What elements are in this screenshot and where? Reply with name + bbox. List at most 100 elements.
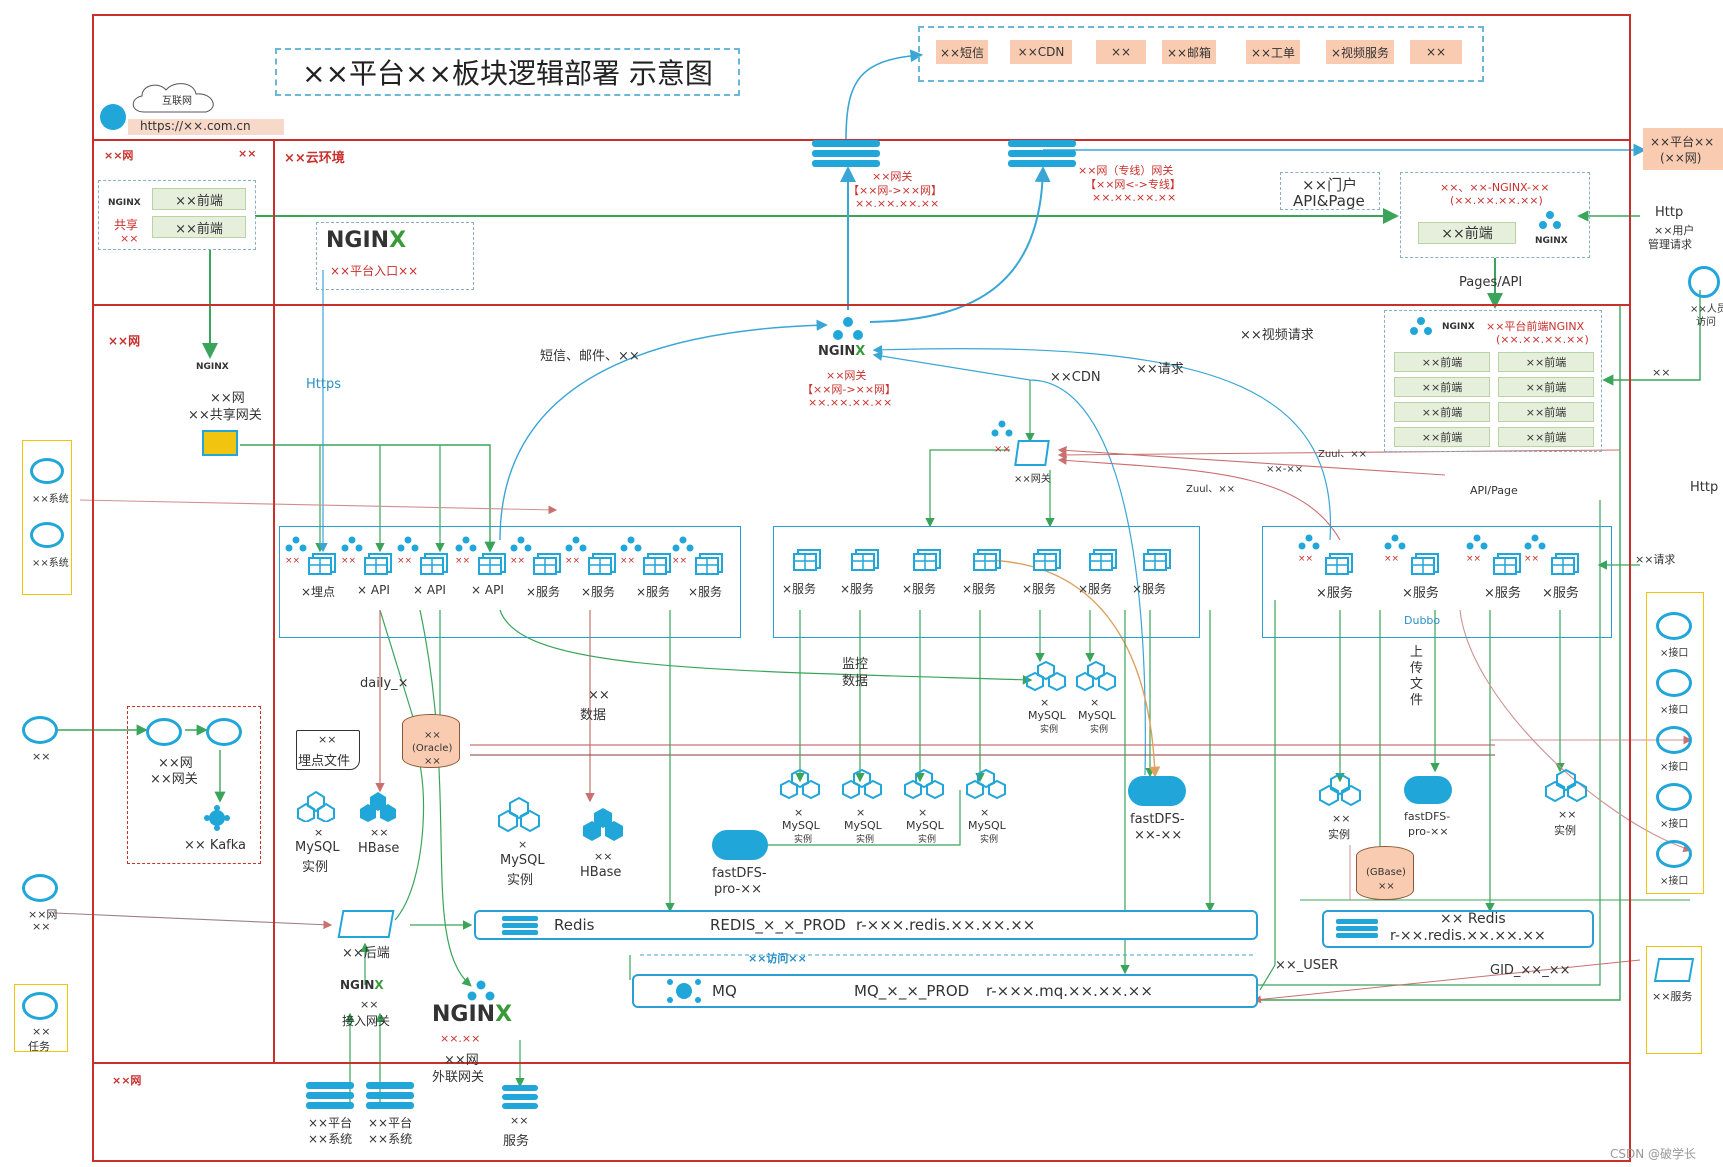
monitor-line2: 数据	[842, 674, 869, 689]
group3-service-cube-icon	[1548, 550, 1582, 576]
nginx-entry-box	[316, 222, 474, 290]
top-service-chip[interactable]: ××工单	[1246, 40, 1300, 64]
zuul-gateway-xx: ××	[994, 444, 1011, 455]
outer-frame	[92, 14, 1631, 1162]
mysql-left-line2: MySQL	[295, 840, 340, 855]
gbase-line2: ××	[1378, 881, 1395, 892]
external-gateway-nginx-icon: NGINX	[432, 1002, 513, 1027]
right-label-xx: ××	[1652, 366, 1671, 379]
group1-service-cube-icon	[585, 550, 619, 576]
person-access-line1: ××人员	[1690, 304, 1723, 315]
platform-frontend-item: ××前端	[1394, 427, 1490, 447]
tracking-file-line1: ××	[318, 733, 337, 746]
redis-addr: r-×××.redis.××.××.××	[856, 916, 1036, 934]
service-group-3	[1262, 526, 1612, 638]
group3-cluster-icon	[1466, 534, 1488, 550]
group1-cluster-icon	[565, 536, 587, 552]
right-service-box	[1646, 946, 1702, 1054]
group1-xx-tag: ××	[672, 556, 688, 566]
internet-url[interactable]: https://××.com.cn	[140, 119, 251, 133]
https-label: Https	[306, 377, 341, 392]
top-service-chip[interactable]: ××邮箱	[1162, 40, 1216, 64]
daily-label: daily_×	[360, 676, 409, 691]
fastdfs-right-icon	[1128, 776, 1186, 806]
left-xx-net-line1: ××网	[28, 908, 58, 921]
group2-service-label: ×服务	[1132, 582, 1167, 596]
group3-cluster-icon	[1384, 534, 1406, 550]
mysql-row-line1: ×	[856, 806, 866, 819]
video-req-label: ××视频请求	[1240, 328, 1314, 343]
mysql-pair-line1: ×	[1090, 696, 1100, 709]
group2-service-label: ×服务	[1022, 582, 1057, 596]
top-service-chip[interactable]: ××CDN	[1010, 40, 1072, 64]
interface-label: ×接口	[1660, 876, 1689, 887]
redis-bar	[474, 910, 1258, 940]
nginx-frontend-line1: ××、××-NGINX-××	[1440, 181, 1550, 194]
zuul1-label: Zuul、××	[1318, 449, 1368, 460]
left-system-2-icon	[30, 522, 64, 548]
center-gateway-name: ××网关	[826, 369, 867, 382]
mq-prod: MQ_×_×_PROD	[854, 982, 970, 1000]
gateway-top2-ip: ××.××.××.××	[1092, 191, 1177, 204]
task-line2: 任务	[28, 1040, 50, 1053]
right-label-http: Http	[1690, 480, 1719, 495]
shared-nginx-logo-icon: NGINX	[108, 198, 141, 208]
redis-right-line2: r-××.redis.××.××.××	[1390, 928, 1546, 944]
zuul-gateway-cube-icon	[1014, 440, 1050, 466]
inst-r2-icon	[1544, 768, 1588, 803]
gateway-top1-route: 【××网->××网】	[848, 184, 943, 197]
mysql-row-line1: ×	[918, 806, 928, 819]
external-gateway-line1: ××网	[444, 1053, 479, 1068]
platform-nginx-cluster-icon	[1408, 316, 1434, 336]
fastdfs-right-line2: ××-××	[1134, 828, 1183, 843]
group3-service-label: ×服务	[1402, 586, 1439, 601]
gid-label: GID_××_××	[1490, 963, 1571, 978]
group2-service-cube-icon	[910, 546, 944, 572]
nginx-entry-logo-icon: NGINX	[326, 228, 407, 253]
nginx-frontend-logo-icon: NGINX	[1535, 236, 1568, 246]
gateway-top1-name: ××网关	[872, 170, 913, 183]
group1-xx-tag: ××	[455, 556, 471, 566]
left-system-1-label: ××系统	[32, 494, 69, 505]
internet-label: 互联网	[162, 96, 192, 107]
mysql-mid-icon	[497, 796, 541, 833]
group2-service-label: ×服务	[1078, 582, 1113, 596]
mysql-row-line2: MySQL	[844, 819, 882, 832]
xxxx-label: ××-××	[1266, 464, 1304, 475]
service-group-1	[279, 526, 741, 638]
left-xx-label: ××	[32, 750, 51, 763]
right-service-cube-icon	[1653, 958, 1695, 982]
group1-cluster-icon	[672, 536, 694, 552]
top-service-chip[interactable]: ××	[1410, 40, 1462, 64]
group3-service-cube-icon	[1408, 550, 1442, 576]
shared-gateway-line1: ××网	[210, 391, 245, 406]
group1-service-label: ×埋点	[301, 585, 336, 599]
shared-frontend-tag: 共享	[114, 218, 139, 232]
top-service-chip[interactable]: ××	[1096, 40, 1146, 64]
group2-service-cube-icon	[790, 546, 824, 572]
center-gateway-route: 【××网->××网】	[802, 383, 897, 396]
group3-service-label: ×服务	[1542, 586, 1579, 601]
group1-service-cube-icon	[305, 550, 339, 576]
group1-cluster-icon	[510, 536, 532, 552]
top-service-chip[interactable]: ××短信	[936, 40, 988, 64]
group1-service-label: × API	[471, 583, 504, 597]
shared-frontend-sub: ××	[120, 232, 139, 245]
shared-gateway-nginx-icon: NGINX	[196, 362, 229, 372]
gbase-line1: (GBase)	[1366, 867, 1406, 878]
portal-box	[1280, 172, 1380, 210]
platform-frontend-item: ××前端	[1394, 402, 1490, 422]
mysql-row-line3: 实例	[794, 835, 813, 845]
top-service-chip[interactable]: ×视频服务	[1326, 40, 1394, 64]
external-gateway-cluster-icon	[464, 980, 498, 1002]
group2-service-label: ×服务	[902, 582, 937, 596]
fastdfs-r2-line2: pro-××	[1408, 825, 1449, 838]
kafka-gw-icon-2	[206, 718, 242, 746]
bottom-system-line2: ××系统	[308, 1132, 353, 1146]
mysql-row-icon	[840, 768, 884, 800]
kafka-label: ×× Kafka	[184, 838, 247, 853]
shared-gateway-server-icon	[202, 430, 238, 456]
monitor-line1: 监控	[842, 657, 869, 672]
hbase-mid-icon	[580, 806, 626, 842]
interface-icon	[1656, 669, 1692, 697]
